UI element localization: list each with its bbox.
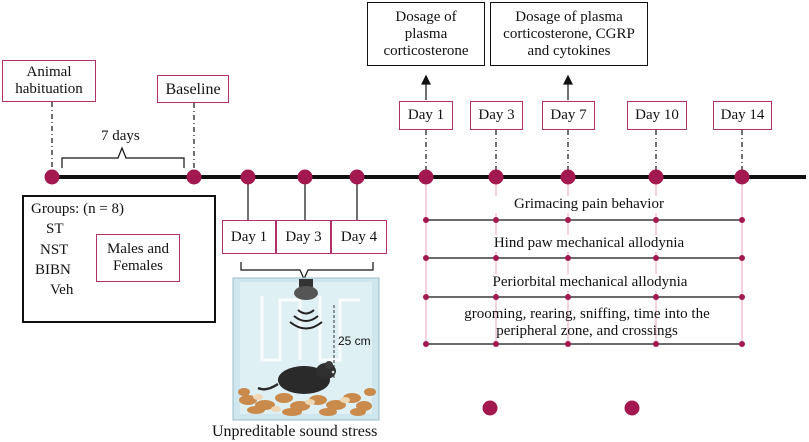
habituation-box: Animal habituation	[2, 60, 96, 102]
group-item: Veh	[50, 282, 74, 298]
group-item: NST	[40, 242, 69, 258]
stress-day-box-3: Day 3	[276, 220, 331, 254]
stress-caption: Unpreditable sound stress	[212, 423, 378, 440]
dosage-label-1: Dosage of plasma corticosterone	[383, 8, 469, 59]
timeline-dot-stress-1	[240, 169, 256, 185]
stress-day-label: Day 1	[230, 228, 268, 245]
stress-day-label: Day 3	[285, 228, 322, 245]
timeline-dot-stress-3	[297, 169, 313, 185]
timeline-dot-habituation	[44, 169, 60, 185]
habituation-label: Animal habituation	[15, 64, 83, 97]
measure-dots	[423, 217, 745, 347]
seven-days-brace	[61, 146, 185, 168]
test-day-box-3: Day 3	[470, 101, 523, 130]
sex-box: Males and Females	[96, 234, 180, 282]
timeline-dot-day14	[734, 169, 750, 185]
test-day-label: Day 3	[478, 107, 515, 123]
bottom-dot-1	[482, 400, 498, 416]
measure-label-hindpaw: Hind paw mechanical allodynia	[466, 235, 712, 252]
group-item: ST	[46, 221, 64, 237]
timeline-dot-day7	[560, 169, 576, 185]
test-day-box-7: Day 7	[542, 101, 595, 130]
timeline-dots	[44, 169, 750, 416]
test-day-label: Day 7	[550, 107, 587, 123]
dosage-box-1: Dosage of plasma corticosterone	[367, 2, 485, 66]
stress-day-label: Day 4	[340, 228, 378, 245]
dosage-arrows	[421, 74, 573, 100]
distance-label: 25 cm	[338, 334, 371, 348]
bottom-dot-2	[624, 400, 640, 416]
test-day-label: Day 14	[720, 107, 765, 123]
timeline-dot-stress-4	[349, 169, 365, 185]
measure-lines	[426, 219, 742, 345]
dashed-connectors	[51, 102, 743, 177]
stress-brace	[240, 262, 374, 281]
test-day-box-14: Day 14	[713, 101, 772, 130]
test-day-label: Day 10	[635, 107, 679, 123]
baseline-box: Baseline	[157, 75, 229, 103]
stress-day-box-1: Day 1	[222, 220, 276, 254]
timeline-dot-day1	[418, 169, 434, 185]
sex-label: Males and Females	[106, 241, 170, 274]
timeline-dot-day3	[488, 169, 504, 185]
dosage-box-2: Dosage of plasma corticosterone, CGRP an…	[490, 2, 648, 66]
measure-label-behavior: grooming, rearing, sniffing, time into t…	[464, 306, 710, 339]
seven-days-label: 7 days	[101, 128, 140, 144]
baseline-label: Baseline	[165, 80, 221, 98]
groups-title: Groups: (n = 8)	[31, 201, 125, 217]
test-day-label: Day 1	[407, 107, 445, 123]
test-day-box-1: Day 1	[399, 101, 453, 130]
group-item: BIBN	[35, 262, 71, 278]
timeline-dot-day10	[648, 169, 664, 185]
stress-day-box-4: Day 4	[331, 220, 387, 254]
mouse-in-chamber-with-speaker-icon	[232, 277, 380, 421]
dosage-label-2: Dosage of plasma corticosterone, CGRP an…	[503, 8, 635, 59]
test-day-box-10: Day 10	[627, 101, 687, 130]
measure-label-grimace: Grimacing pain behavior	[480, 196, 698, 213]
measure-label-periorbital: Periorbital mechanical allodynia	[464, 274, 716, 291]
timeline-dot-baseline	[186, 169, 202, 185]
